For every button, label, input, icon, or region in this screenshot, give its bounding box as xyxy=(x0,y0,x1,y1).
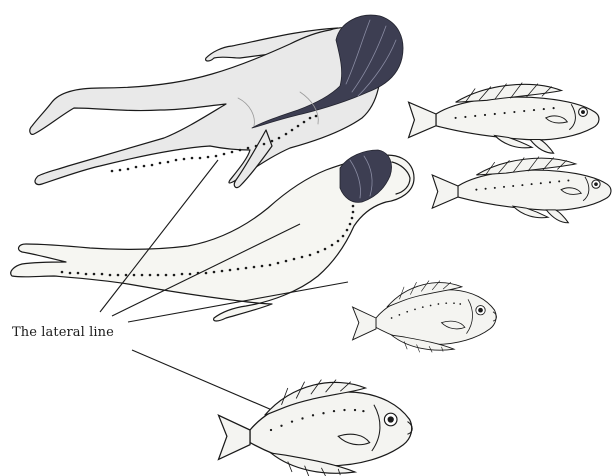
fish-3 xyxy=(353,281,497,353)
fish-1 xyxy=(409,83,599,154)
fish-4 xyxy=(219,380,413,476)
lateral-line-caption: The lateral line xyxy=(12,325,114,340)
lower-swimmer xyxy=(11,150,414,321)
fish-2 xyxy=(432,157,611,223)
